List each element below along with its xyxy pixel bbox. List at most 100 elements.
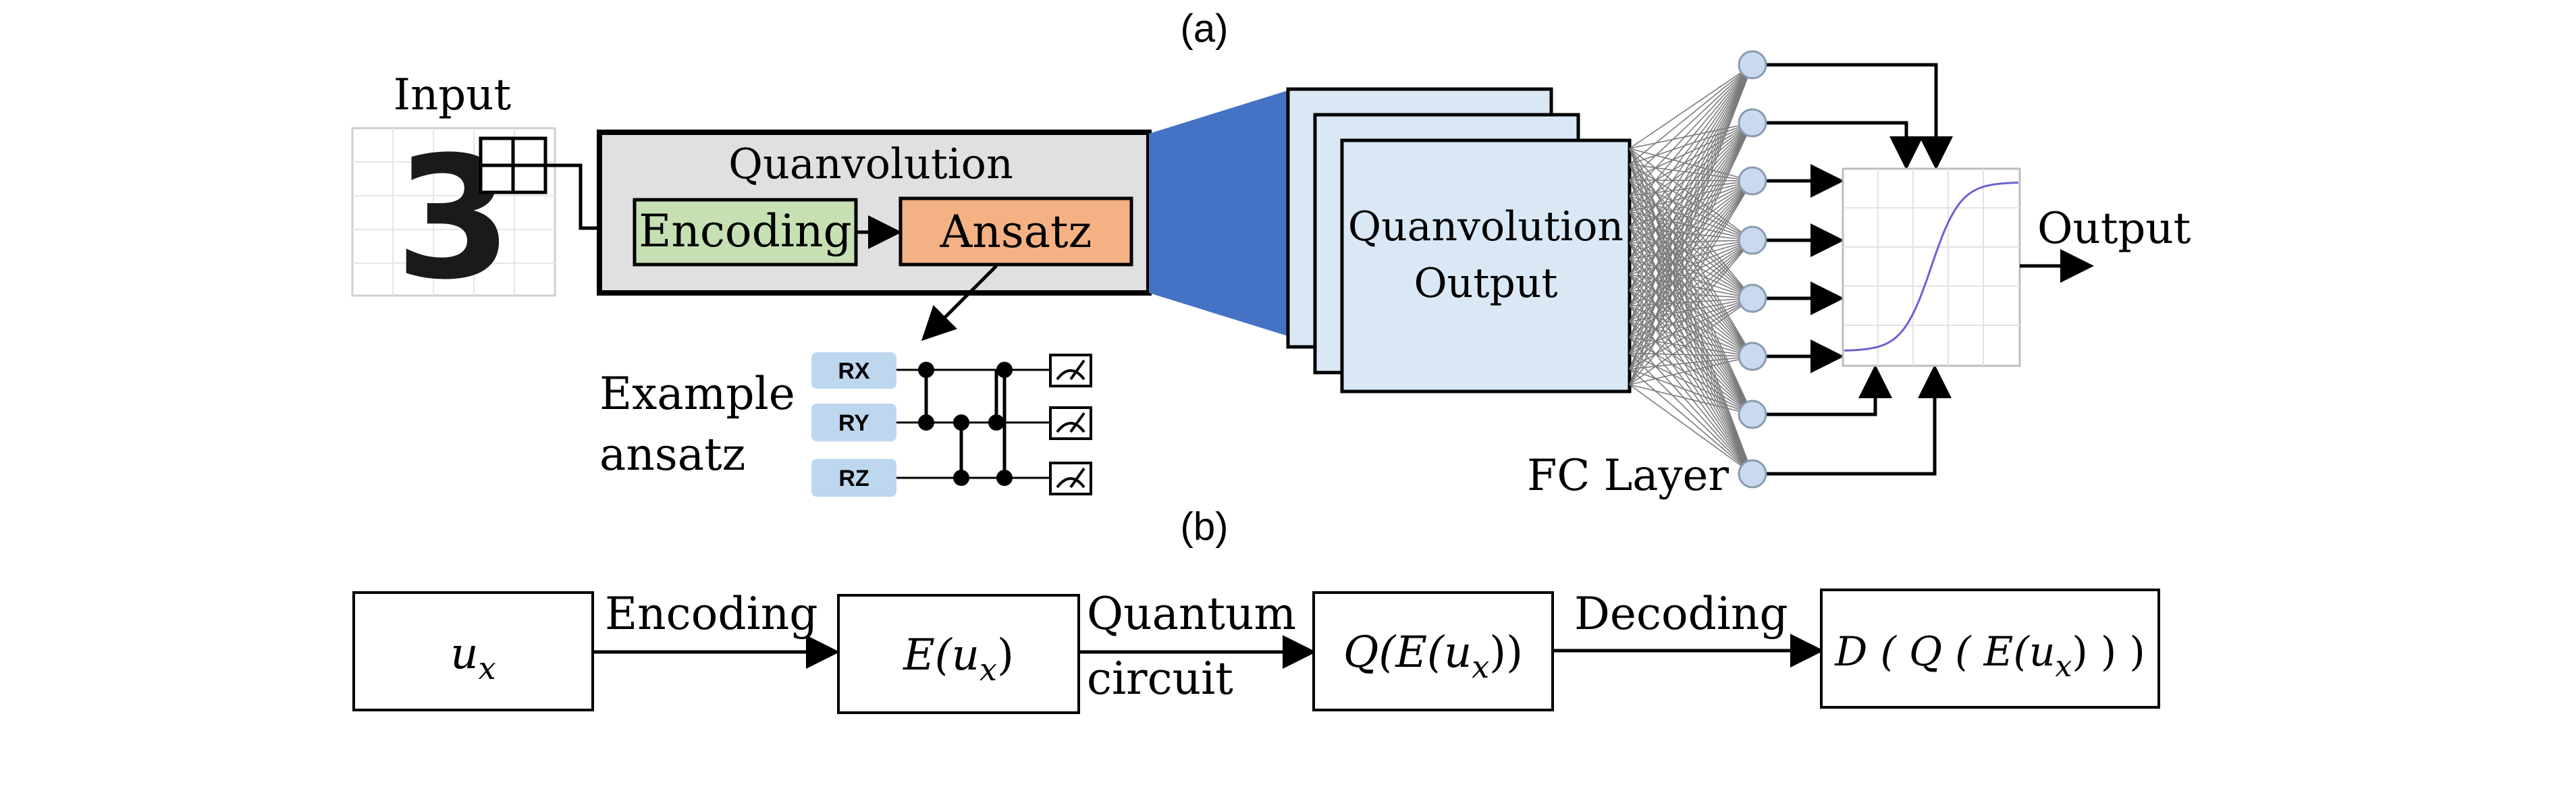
fc-connection-line (1629, 352, 1753, 415)
fc-connection-line (1629, 179, 1753, 182)
fc-connection-line (1629, 352, 1753, 474)
sigmoid-curve (1844, 182, 2019, 352)
fc-neuron (1738, 400, 1767, 429)
e-ux-prefix: E( (903, 630, 953, 680)
fc-connection-line (1629, 64, 1753, 196)
ansatz-to-example-arrow (921, 265, 998, 342)
fc-connection-line (1629, 180, 1753, 275)
neuron-to-activation-arrow (1765, 364, 1892, 416)
fc-connection-line (1629, 122, 1753, 291)
fc-connection-line (1629, 64, 1753, 275)
fc-layer-label: FC Layer (1527, 451, 1729, 501)
fc-connection-line (1629, 122, 1753, 244)
q-e-ux-sub: x (1472, 649, 1489, 685)
fc-connection-line (1629, 64, 1753, 165)
fc-connection-line (1629, 64, 1753, 323)
fc-neuron (1738, 225, 1767, 255)
fc-connection-line (1629, 180, 1753, 385)
fc-connection-line (1629, 64, 1753, 228)
fc-connection-line (1629, 122, 1753, 338)
fc-connection-line (1629, 64, 1753, 181)
gate-rz-label: RZ (838, 466, 869, 491)
fc-connection-line (1629, 122, 1753, 354)
fc-connection-line (1629, 122, 1753, 306)
neuron-to-activation-arrow (1765, 121, 1923, 170)
fc-neuron (1738, 108, 1767, 138)
fc-connection-line (1629, 122, 1753, 181)
neuron-to-activation-arrow (1765, 63, 1953, 170)
pipeline-box-d-q-e-ux: D ( Q ( E(ux) ) ) (1820, 589, 2160, 709)
ansatz-box (898, 196, 1133, 267)
fc-connection-line (1629, 122, 1753, 275)
gate-ry-label: RY (838, 410, 869, 436)
fc-connection-line (1629, 180, 1753, 291)
fc-neuron (1738, 283, 1767, 313)
fc-neuron (1738, 166, 1767, 196)
fc-connection-line (1629, 122, 1753, 385)
fc-connection-line (1629, 64, 1753, 306)
fc-neuron (1738, 50, 1767, 80)
e-ux-sub: x (980, 651, 997, 688)
quanvolution-output-line1: Quanvolution (1348, 203, 1624, 250)
fc-connection-line (1629, 64, 1753, 212)
d-q-e-ux-suffix: ) ) ) (2072, 628, 2145, 676)
fc-connection-line (1629, 298, 1753, 370)
fc-connection-line (1629, 122, 1753, 165)
fc-connection-line (1629, 368, 1753, 415)
fc-connection-line (1629, 180, 1753, 260)
fc-connection-line (1629, 240, 1753, 307)
encoding-label: Encoding (639, 205, 852, 257)
measure-icon (1049, 354, 1092, 387)
fc-connection-line (1629, 180, 1753, 338)
fc-connection-line (1629, 226, 1753, 241)
fc-connection-line (1629, 180, 1753, 196)
fc-connection-line (1629, 122, 1753, 149)
fc-connection-line (1629, 240, 1753, 385)
gate-rz: RZ (811, 459, 896, 497)
neuron-to-activation-arrow (1765, 364, 1952, 476)
fc-connection-line (1629, 240, 1753, 275)
measure-icon (1049, 462, 1092, 495)
svg-text:E(ux): E(ux) (903, 630, 1014, 688)
fc-connection-line (1629, 122, 1753, 228)
e-ux-suffix: ) (997, 630, 1014, 680)
fc-connection-line (1629, 352, 1753, 357)
fc-connection-line (1629, 240, 1753, 244)
fc-connection-line (1629, 356, 1753, 370)
gate-ry: RY (811, 404, 896, 441)
fc-connection-line (1629, 384, 1753, 474)
fc-connection-line (1629, 240, 1753, 291)
fc-connection-line (1629, 122, 1753, 196)
svg-text:ux: ux (450, 629, 495, 686)
q-e-ux-prefix: Q(E( (1343, 628, 1445, 678)
fc-connection-line (1629, 64, 1753, 338)
d-q-e-ux-sub: x (2056, 649, 2072, 684)
ux-sub: x (479, 650, 496, 686)
decoding-arrow-label: Decoding (1574, 588, 1788, 640)
fc-connection-line (1629, 64, 1753, 259)
fc-connection-line (1629, 64, 1753, 369)
fc-connection-line (1629, 180, 1753, 323)
fc-connection-line (1629, 180, 1753, 306)
e-ux-base: u (952, 630, 980, 680)
fc-connection-line (1629, 180, 1753, 213)
fc-connection-line (1629, 298, 1753, 354)
pipeline-box-ux: ux (352, 591, 594, 711)
pipeline-box-q-e-ux: Q(E(ux)) (1312, 591, 1554, 711)
fc-neurons (1738, 50, 1953, 489)
quanvolution-output-line2: Output (1414, 260, 1557, 307)
fc-connection-line (1629, 122, 1753, 370)
svg-text:Q(E(ux)): Q(E(ux)) (1343, 628, 1523, 685)
fc-connection-line (1629, 148, 1753, 182)
gate-rx-label: RX (838, 358, 870, 384)
projection-shape (1149, 90, 1288, 336)
quantum-circuit-label-line2: circuit (1087, 653, 1233, 705)
quanvolution-title: Quanvolution (728, 139, 1013, 188)
svg-text:D ( Q ( E(ux) ) ): D ( Q ( E(ux) ) ) (1834, 628, 2145, 684)
example-ansatz-label-line2: ansatz (599, 429, 745, 481)
d-q-e-ux-prefix: D ( Q ( E( (1834, 628, 2030, 676)
input-label: Input (394, 70, 512, 120)
example-ansatz-label-line1: Example (599, 368, 795, 420)
fc-connection-line (1629, 240, 1753, 323)
